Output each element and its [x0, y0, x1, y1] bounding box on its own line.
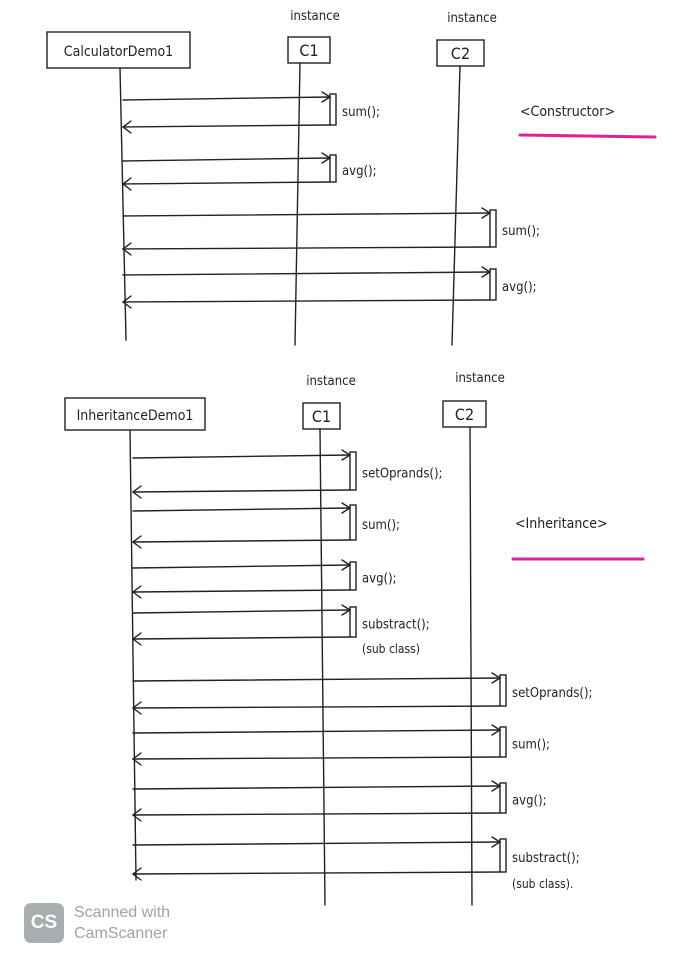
- activation-bar: [499, 726, 507, 758]
- return-arrow: [122, 181, 331, 185]
- arrowhead-icon: [131, 585, 142, 599]
- message-label: substract();: [362, 618, 430, 633]
- message-label: sum();: [502, 224, 540, 239]
- message-label: sum();: [362, 518, 400, 533]
- activation-bar: [329, 154, 337, 183]
- message-label: sum();: [342, 105, 380, 120]
- instance-box: [287, 36, 331, 64]
- return-arrow: [122, 124, 331, 128]
- arrowhead-icon: [131, 867, 142, 881]
- watermark-line2: CamScanner: [74, 925, 168, 942]
- main-lifeline: [129, 429, 137, 881]
- message-label: setOprands();: [362, 467, 442, 482]
- section-title: <Constructor>: [520, 104, 615, 120]
- return-arrow: [122, 246, 491, 250]
- message-label: avg();: [362, 572, 397, 587]
- arrowhead-icon: [121, 295, 132, 309]
- arrowhead-icon: [131, 701, 142, 715]
- activation-bar: [499, 782, 507, 814]
- main-object-box: [46, 31, 191, 69]
- activation-bar: [349, 606, 357, 638]
- activation-bar: [349, 504, 357, 541]
- arrowhead-icon: [131, 632, 142, 646]
- activation-bar: [499, 674, 507, 707]
- instance-name: C2: [455, 405, 474, 424]
- call-arrow: [132, 729, 501, 734]
- message-label: avg();: [342, 164, 377, 179]
- activation-bar: [489, 268, 497, 301]
- instance-box: [302, 402, 341, 430]
- message-label: substract();: [512, 851, 580, 866]
- instance-stereotype: instance: [447, 11, 497, 26]
- instance-stereotype: instance: [455, 371, 505, 386]
- message-label: avg();: [502, 280, 537, 295]
- arrowhead-icon: [121, 242, 132, 256]
- activation-bar: [329, 93, 337, 126]
- instance-stereotype: instance: [290, 9, 340, 24]
- main-object-label: InheritanceDemo1: [77, 408, 194, 424]
- arrowhead-icon: [131, 485, 142, 499]
- activation-bar: [349, 561, 357, 591]
- call-arrow: [122, 96, 331, 101]
- message-label: sum();: [512, 738, 550, 753]
- instance-name: C2: [451, 44, 470, 63]
- main-object-box: [64, 397, 206, 431]
- call-arrow: [132, 841, 501, 846]
- message-note: (sub class): [362, 642, 420, 656]
- call-arrow: [132, 677, 501, 682]
- section-title: <Inheritance>: [515, 516, 608, 532]
- message-label: setOprands();: [512, 686, 592, 701]
- watermark-line1: Scanned with: [74, 904, 171, 921]
- message-label: avg();: [512, 794, 547, 809]
- call-arrow: [122, 212, 491, 217]
- instance-box: [442, 400, 487, 428]
- arrowhead-icon: [121, 177, 132, 191]
- return-arrow: [132, 539, 351, 543]
- instance-lifeline: [469, 426, 473, 906]
- instance-stereotype: instance: [306, 374, 356, 389]
- activation-bar: [489, 209, 497, 248]
- call-arrow: [132, 454, 351, 459]
- arrowhead-icon: [131, 808, 142, 822]
- return-arrow: [132, 589, 351, 593]
- arrowhead-icon: [131, 535, 142, 549]
- camscanner-logo-icon: CS: [24, 903, 64, 943]
- section-underline: [518, 133, 657, 139]
- call-arrow: [132, 507, 351, 512]
- call-arrow: [132, 564, 351, 569]
- instance-name: C1: [299, 41, 318, 60]
- activation-bar: [349, 451, 357, 491]
- return-arrow: [132, 636, 351, 640]
- instance-name: C1: [312, 407, 331, 426]
- call-arrow: [132, 609, 351, 614]
- return-arrow: [132, 705, 501, 709]
- main-object-label: CalculatorDemo1: [64, 44, 173, 60]
- return-arrow: [122, 299, 491, 303]
- instance-lifeline: [319, 428, 326, 906]
- instance-lifeline: [294, 62, 301, 346]
- call-arrow: [122, 157, 331, 162]
- instance-lifeline: [451, 65, 461, 346]
- message-note: (sub class).: [512, 877, 573, 891]
- return-arrow: [132, 756, 501, 760]
- arrowhead-icon: [131, 752, 142, 766]
- call-arrow: [122, 271, 491, 276]
- return-arrow: [132, 489, 351, 493]
- return-arrow: [132, 812, 501, 816]
- return-arrow: [132, 871, 501, 875]
- camscanner-watermark: CS Scanned with CamScanner: [24, 902, 170, 944]
- call-arrow: [132, 785, 501, 790]
- activation-bar: [499, 838, 507, 873]
- main-lifeline: [119, 67, 127, 341]
- arrowhead-icon: [121, 120, 132, 134]
